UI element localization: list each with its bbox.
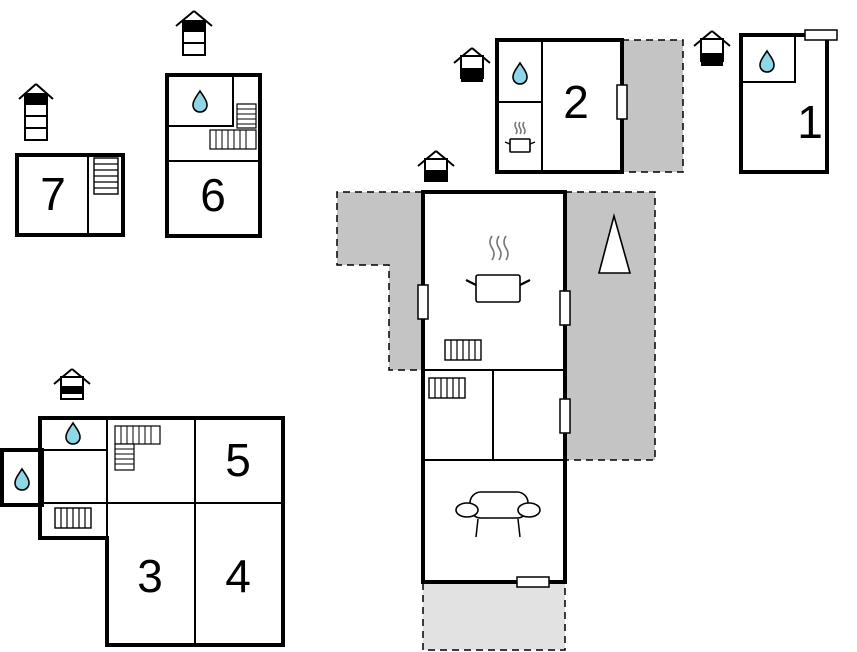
staircase-icon (428, 377, 466, 399)
house-level-icon (18, 83, 54, 141)
room-number-1: 1 (797, 96, 823, 148)
room-number-6: 6 (200, 169, 226, 221)
window-icon (804, 29, 838, 41)
staircase-icon (93, 157, 119, 195)
terrace-room-2 (621, 39, 684, 173)
terrace-left (336, 191, 423, 371)
water-drop-icon (192, 90, 208, 113)
window-icon (417, 284, 429, 320)
window-icon (559, 290, 571, 326)
staircase-icon (114, 425, 161, 471)
main-building (421, 190, 567, 584)
window-icon (559, 398, 571, 434)
water-drop-icon (14, 468, 30, 491)
north-arrow-icon (597, 212, 632, 274)
cooking-pot-icon (465, 235, 531, 303)
house-level-icon (53, 368, 91, 400)
room-1-block (739, 33, 829, 174)
room-number-2: 2 (563, 76, 589, 128)
window-icon (516, 576, 550, 588)
sofa-icon (455, 491, 541, 538)
house-level-marker (461, 68, 483, 82)
terrace-right (564, 191, 656, 461)
cooking-pot-icon (504, 121, 536, 153)
water-drop-icon (512, 62, 528, 85)
house-level-marker (61, 386, 83, 394)
room-number-3: 3 (137, 550, 163, 602)
rooms-3-4-5-block (0, 416, 285, 647)
water-drop-icon (759, 50, 775, 73)
staircase-icon (54, 507, 92, 529)
house-level-icon (175, 10, 213, 56)
window-icon (616, 84, 628, 120)
room-7-block (15, 153, 125, 237)
house-level-marker (701, 53, 723, 66)
terrace-bottom (422, 582, 566, 651)
house-level-marker (425, 170, 447, 181)
room-number-7: 7 (40, 168, 66, 220)
staircase-icon (444, 339, 482, 361)
room-number-4: 4 (225, 550, 251, 602)
staircase-icon (209, 103, 257, 150)
room-number-5: 5 (225, 434, 251, 486)
water-drop-icon (65, 422, 81, 445)
room-6-block (165, 73, 262, 238)
